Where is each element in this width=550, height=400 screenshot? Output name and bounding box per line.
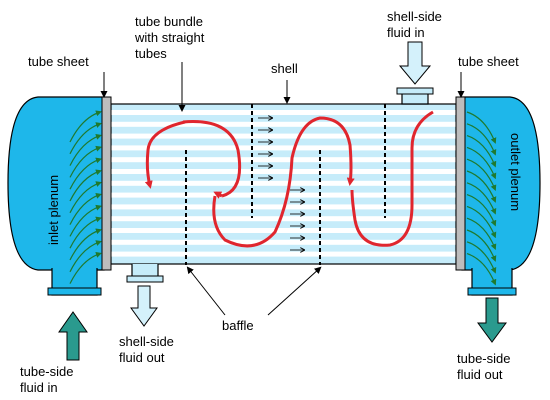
baffles [185, 104, 386, 265]
tube-side-outlet-arrow [477, 297, 507, 343]
outlet-flow-line [466, 135, 497, 168]
shell-flow-arrow [182, 120, 242, 198]
leader-baffle-2 [267, 266, 322, 316]
outlet-flow-line [466, 146, 497, 180]
outlet-plenum-shape [461, 96, 541, 271]
tube-bundle-label-line: tube bundle [135, 14, 203, 29]
shell-side-in-label-line: fluid in [387, 25, 425, 40]
shell-side-out-label-line: fluid out [119, 350, 165, 365]
inlet-flow-line [69, 216, 102, 249]
tube-side-out-label-line: fluid out [457, 367, 503, 382]
tube [111, 192, 456, 198]
shell-side-outlet-arrow [130, 285, 158, 327]
tube [111, 216, 456, 222]
shell-label: shell [271, 61, 298, 76]
inlet-flow-line [69, 134, 102, 166]
tube-bundle-label-line: with straight [134, 30, 205, 45]
tube-sheet-right [455, 96, 466, 271]
inlet-flow-line [69, 169, 102, 202]
outlet-flow-line [466, 123, 497, 156]
outlet-flow-line [466, 241, 497, 274]
tube [111, 157, 456, 163]
tube [111, 239, 456, 245]
inlet-flow-line [69, 252, 102, 284]
outlet-flow-line [466, 182, 497, 215]
tube-sheet-right-label: tube sheet [458, 54, 519, 69]
outlet-flow-line [466, 217, 497, 251]
tube-side-out-label-line: tube-side [457, 351, 510, 366]
inlet-flow-line [69, 181, 102, 214]
shell-flow-arrow [213, 191, 223, 199]
outlet-plenum-label: outlet plenum [508, 133, 523, 211]
shell-side-in-label: shell-side fluid in [387, 9, 446, 40]
shell-side-out-label: shell-side fluid out [119, 334, 178, 365]
inlet-flow-line [69, 122, 102, 155]
shell-flow-arrow [144, 120, 186, 189]
tube-side-in-label: tube-side fluid in [20, 364, 77, 395]
tube-bundle-label-line: tubes [135, 46, 167, 61]
tube [111, 251, 456, 257]
inlet-flow-line [69, 145, 102, 178]
shell-flow-arrow [212, 116, 355, 248]
tube [111, 169, 456, 174]
tube [111, 110, 456, 115]
shell-side-out-label-line: shell-side [119, 334, 174, 349]
shell-flow-small-arrows [258, 118, 304, 250]
tube-sheet-left-label: tube sheet [28, 54, 89, 69]
tube [111, 133, 456, 139]
tube-side-out-label: tube-side fluid out [457, 351, 514, 382]
outlet-flow-line [466, 111, 497, 144]
inlet-flow-line [69, 240, 102, 273]
tube-side-in-label-line: fluid in [20, 380, 58, 395]
outlet-flow-line [466, 229, 497, 262]
shell-side-inlet-arrow [398, 41, 432, 85]
outlet-flow-line [466, 253, 497, 286]
baffle-label: baffle [222, 318, 254, 333]
outlet-flow-line [466, 205, 497, 239]
inlet-flow-line [69, 228, 102, 261]
tube-side-in-label-line: tube-side [20, 364, 73, 379]
inlet-plenum-shape [7, 96, 105, 271]
outlet-flow-line [466, 158, 497, 192]
tube-flow-lines [69, 110, 497, 286]
inlet-plenum-label: inlet plenum [46, 175, 61, 245]
inlet-flow-line [69, 157, 102, 190]
outlet-flow-line [466, 170, 497, 203]
outlet-flow-line [466, 194, 497, 227]
inlet-flow-line [69, 193, 102, 225]
inlet-flow-line [69, 204, 102, 237]
tube [111, 228, 456, 233]
shell-side-in-label-line: shell-side [387, 9, 442, 24]
tube [111, 121, 456, 127]
tube [111, 145, 456, 151]
leader-baffle-1 [186, 266, 226, 316]
tube-sheet-left [101, 96, 112, 271]
shell-flow-arrow [350, 110, 434, 247]
tube-bundle-label: tube bundle with straight tubes [134, 14, 208, 61]
tube [111, 180, 456, 186]
inlet-flow-line [69, 110, 102, 143]
tube-side-inlet-arrow [58, 311, 88, 361]
